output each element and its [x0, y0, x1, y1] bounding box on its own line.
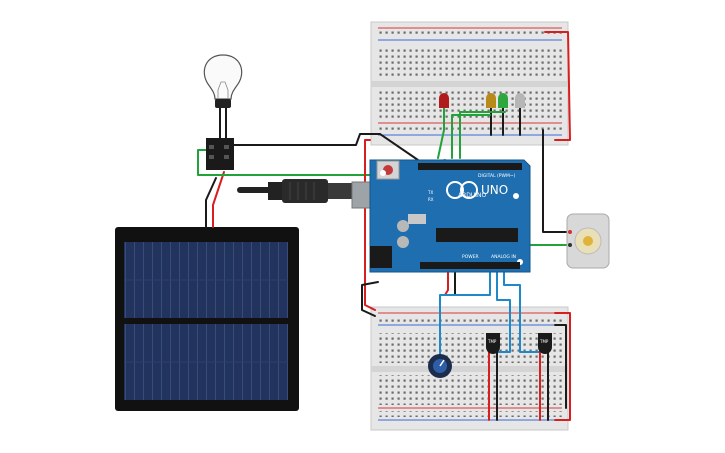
power-label: POWER: [462, 254, 479, 260]
arduino-model: UNO: [481, 183, 508, 197]
wires: [197, 31, 571, 421]
led-green[interactable]: [498, 93, 508, 108]
leds: [439, 93, 525, 108]
led-red[interactable]: [439, 93, 449, 108]
usb-cable-icon: [237, 179, 389, 209]
potentiometer-icon[interactable]: [428, 354, 452, 378]
relay-icon: [206, 138, 234, 170]
temp-sensor-right: TMP: [538, 333, 552, 354]
led-yellow[interactable]: [486, 93, 496, 108]
tx-label: TX: [427, 190, 433, 195]
temp-sensor-right-label: TMP: [539, 339, 549, 344]
solar-panel-icon: [115, 227, 299, 411]
breadboard-top: [370, 21, 569, 146]
led-white[interactable]: [515, 93, 525, 108]
light-bulb-icon: [203, 54, 243, 108]
arduino-uno-board: ARDUINO UNO DIGITAL (PWM~) POWER ANALOG …: [369, 159, 531, 273]
rx-label: RX: [428, 197, 434, 202]
digital-label: DIGITAL (PWM~): [478, 173, 516, 179]
arduino-brand: ARDUINO: [458, 192, 487, 199]
temp-sensor-left-label: TMP: [487, 339, 497, 344]
breadboard-bottom: [370, 306, 569, 431]
temp-sensor-left: TMP: [486, 333, 500, 354]
dc-motor-icon: [566, 213, 610, 269]
analog-label: ANALOG IN: [491, 254, 516, 260]
